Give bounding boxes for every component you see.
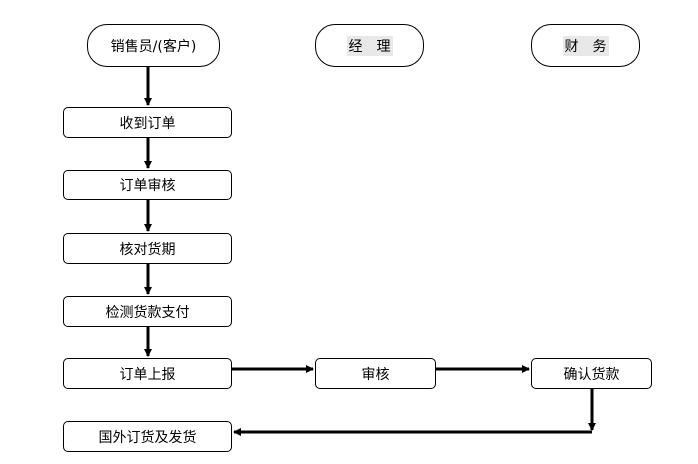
step-order-review: 订单审核 [63,170,232,200]
step-manager-review: 审核 [315,358,436,389]
lane-sales-label: 销售员/(客户) [110,38,197,55]
step-confirm-payment-label: 确认货款 [563,366,620,383]
step-receive-order-label: 收到订单 [119,115,176,132]
step-check-payment-label: 检测货款支付 [105,304,190,321]
step-order-report: 订单上报 [63,358,232,389]
lane-sales-header: 销售员/(客户) [87,24,220,67]
step-ship-order: 国外订货及发货 [63,421,232,452]
lane-finance-label: 财 务 [562,35,609,56]
step-check-delivery-label: 核对货期 [119,241,176,258]
lane-finance-header: 财 务 [531,24,640,67]
lane-manager-header: 经 理 [315,24,424,67]
step-order-report-label: 订单上报 [119,366,176,383]
step-order-review-label: 订单审核 [119,178,176,194]
step-check-delivery: 核对货期 [63,233,232,264]
step-check-payment: 检测货款支付 [63,296,232,327]
step-manager-review-label: 审核 [361,366,390,383]
step-ship-order-label: 国外订货及发货 [98,429,197,446]
lane-manager-label: 经 理 [346,35,393,56]
step-receive-order: 收到订单 [63,107,232,138]
step-confirm-payment: 确认货款 [531,358,652,389]
